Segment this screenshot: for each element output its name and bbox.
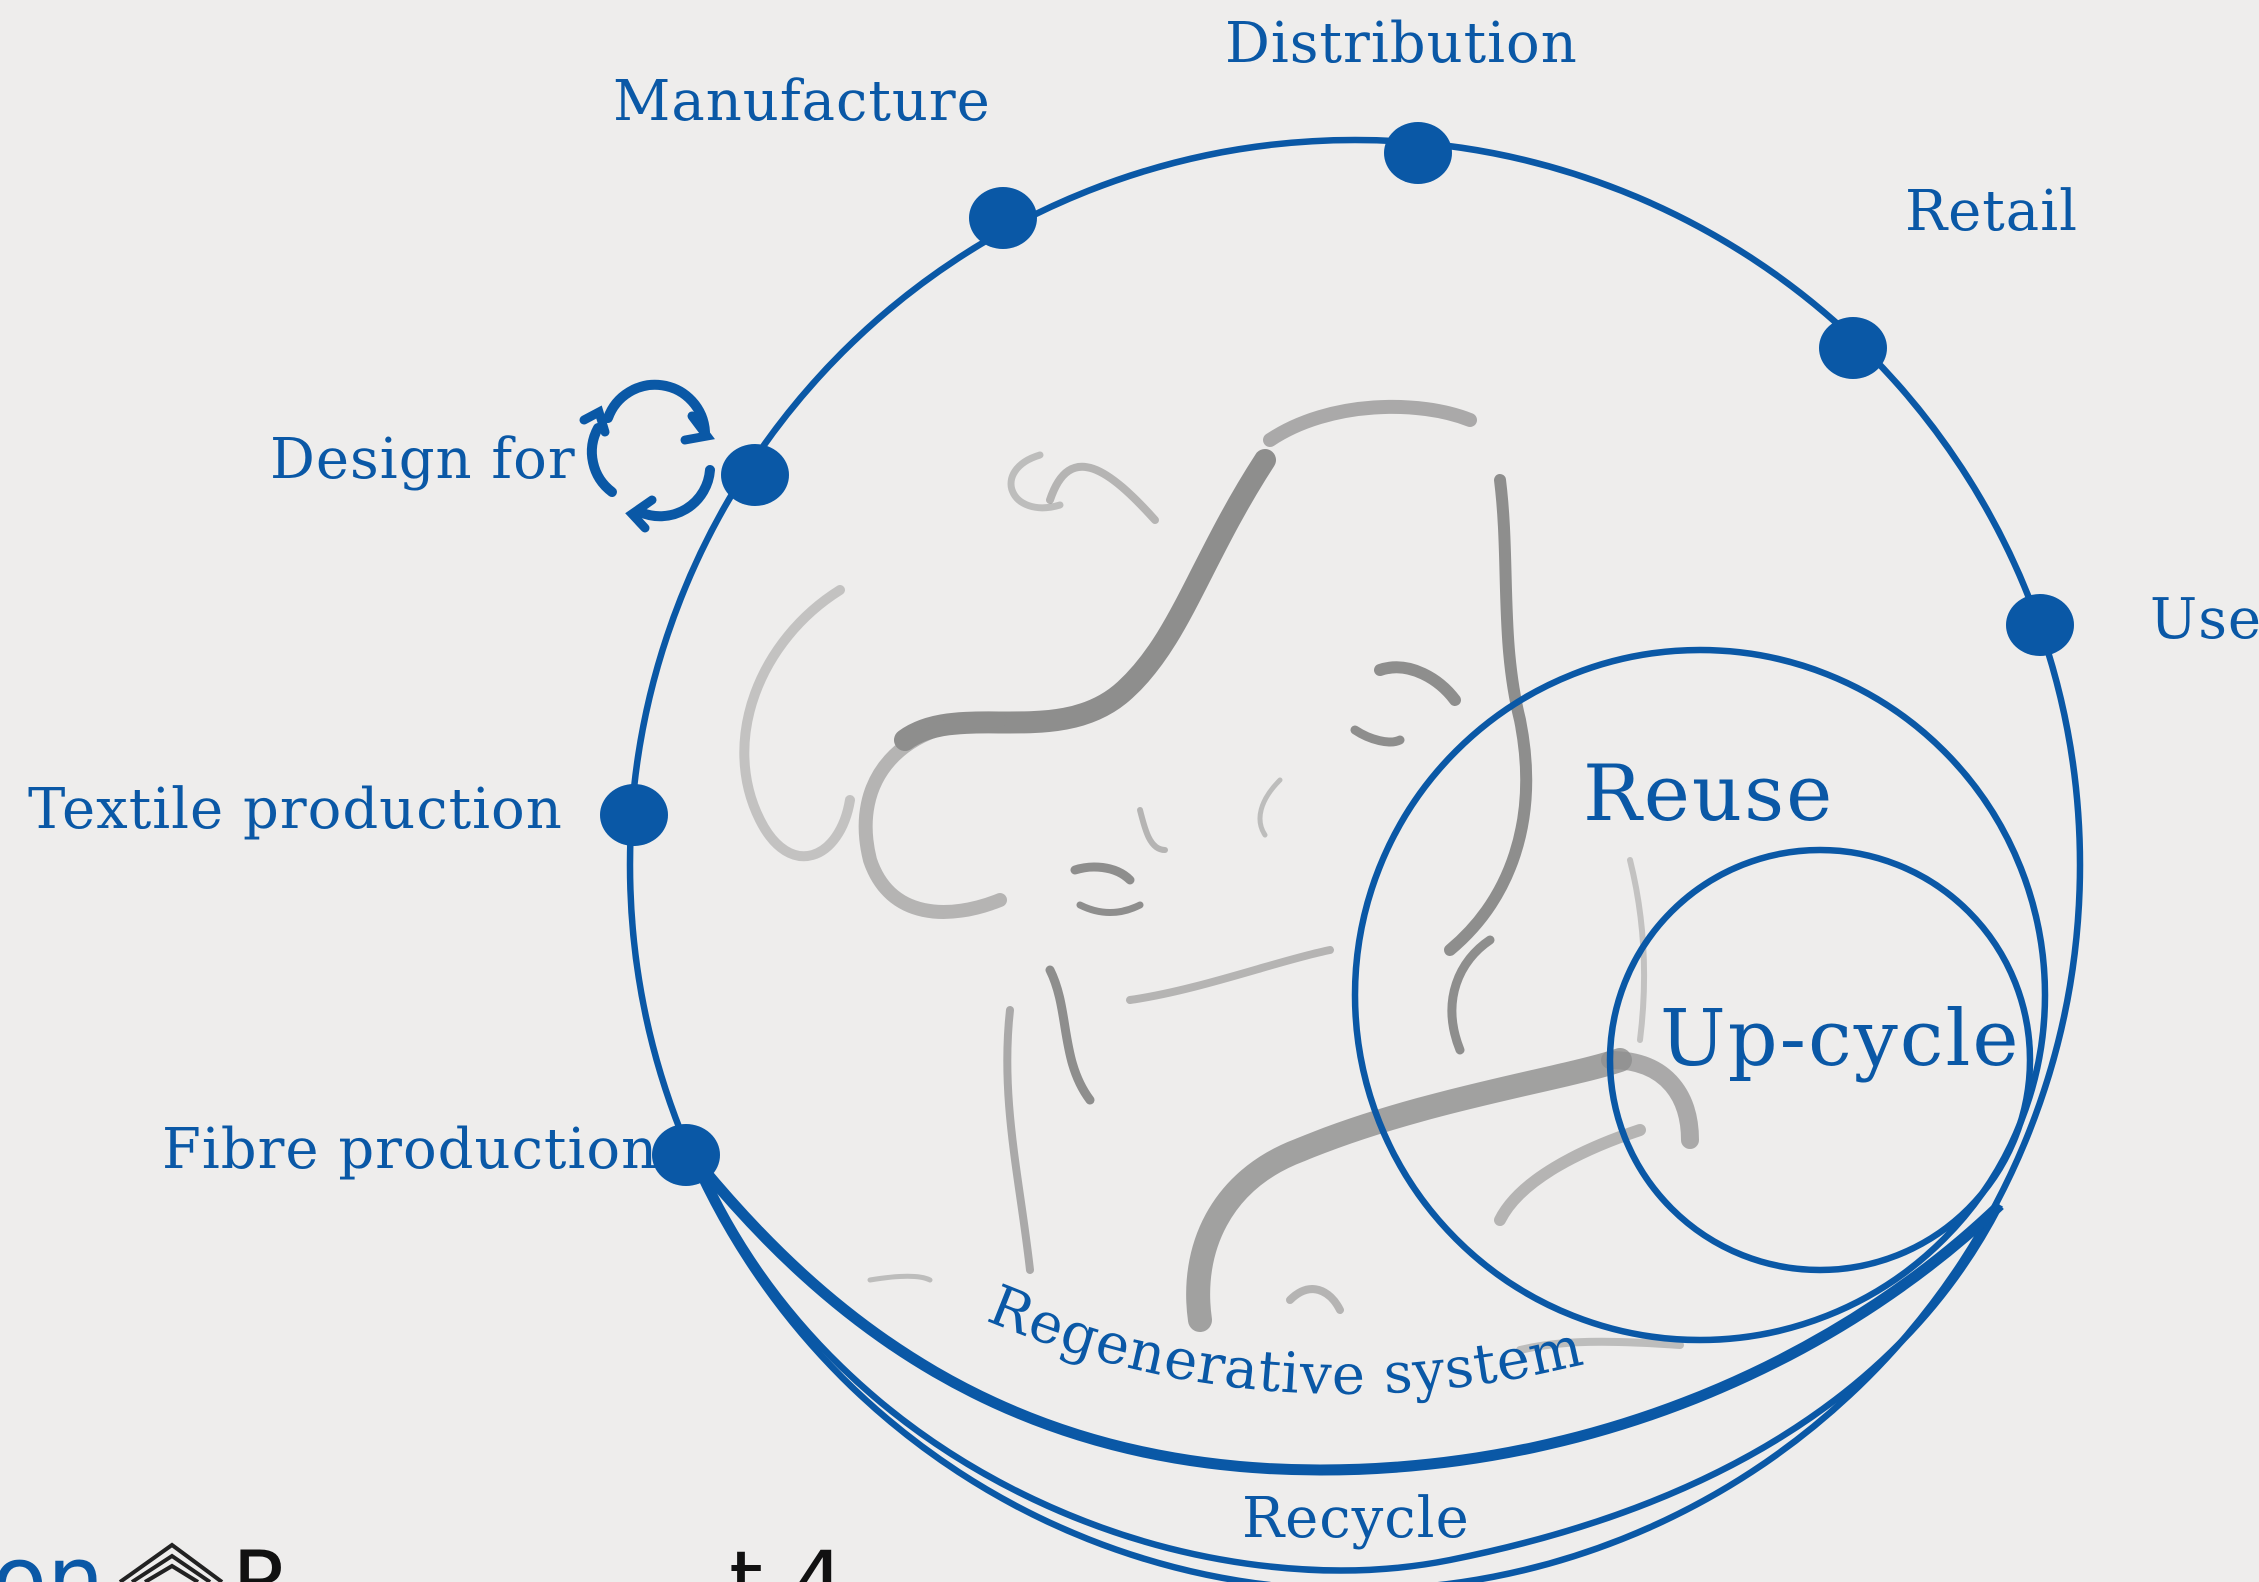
- label-regenerative-systems: Regenerative systems: [0, 0, 1589, 1408]
- footer-partial-right-text: R t 4: [232, 1533, 845, 1582]
- label-textile-production: Textile production: [28, 777, 563, 842]
- node-fibre-production: [652, 1124, 720, 1186]
- label-recycle: Recycle: [1242, 1486, 1470, 1551]
- node-retail: [1819, 317, 1887, 379]
- label-regenerative-systems-path: Regenerative systems: [0, 0, 1589, 1408]
- label-distribution: Distribution: [1225, 11, 1578, 76]
- label-retail: Retail: [1905, 179, 2078, 244]
- label-upcycle: Up-cycle: [1660, 994, 2021, 1084]
- label-manufacture: Manufacture: [613, 69, 991, 134]
- diamond-logo-icon: [120, 1545, 222, 1582]
- node-use: [2006, 594, 2074, 656]
- node-distribution: [1384, 122, 1452, 184]
- node-design-for: [721, 444, 789, 506]
- label-design-for: Design for: [270, 427, 576, 492]
- label-reuse: Reuse: [1583, 749, 1834, 839]
- node-textile-production: [600, 784, 668, 846]
- footer-partial-left-text: on: [0, 1527, 104, 1582]
- recycle-arrows-icon: [584, 385, 710, 528]
- node-manufacture: [969, 187, 1037, 249]
- label-use: Use: [2150, 587, 2259, 652]
- woman-sketch-illustration: [744, 407, 1690, 1350]
- label-fibre-production: Fibre production: [162, 1117, 658, 1182]
